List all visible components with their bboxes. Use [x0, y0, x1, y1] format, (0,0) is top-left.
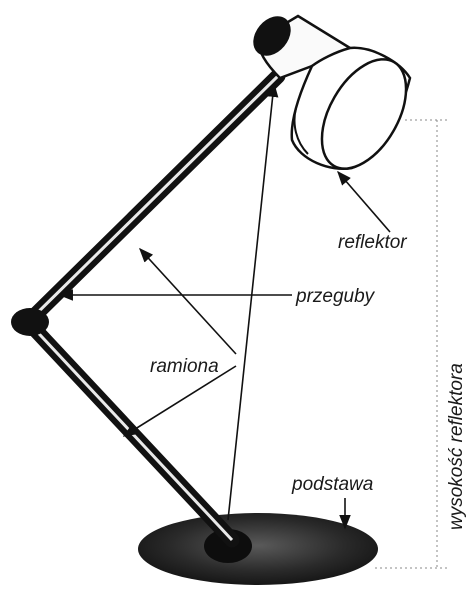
arrow-upper-arm: [140, 249, 236, 354]
label-arms: ramiona: [150, 356, 219, 377]
arrow-top-joint: [228, 84, 274, 520]
lower-arm: [28, 322, 232, 540]
label-joints: przeguby: [295, 286, 376, 307]
lamp-base: [138, 513, 378, 585]
label-height: wysokość reflektora: [446, 363, 467, 530]
label-reflector: reflektor: [338, 232, 407, 253]
upper-arm: [28, 76, 278, 322]
middle-joint: [11, 308, 49, 336]
label-base: podstawa: [291, 474, 373, 495]
height-dimension: [375, 120, 447, 568]
arrow-reflector: [338, 172, 390, 232]
